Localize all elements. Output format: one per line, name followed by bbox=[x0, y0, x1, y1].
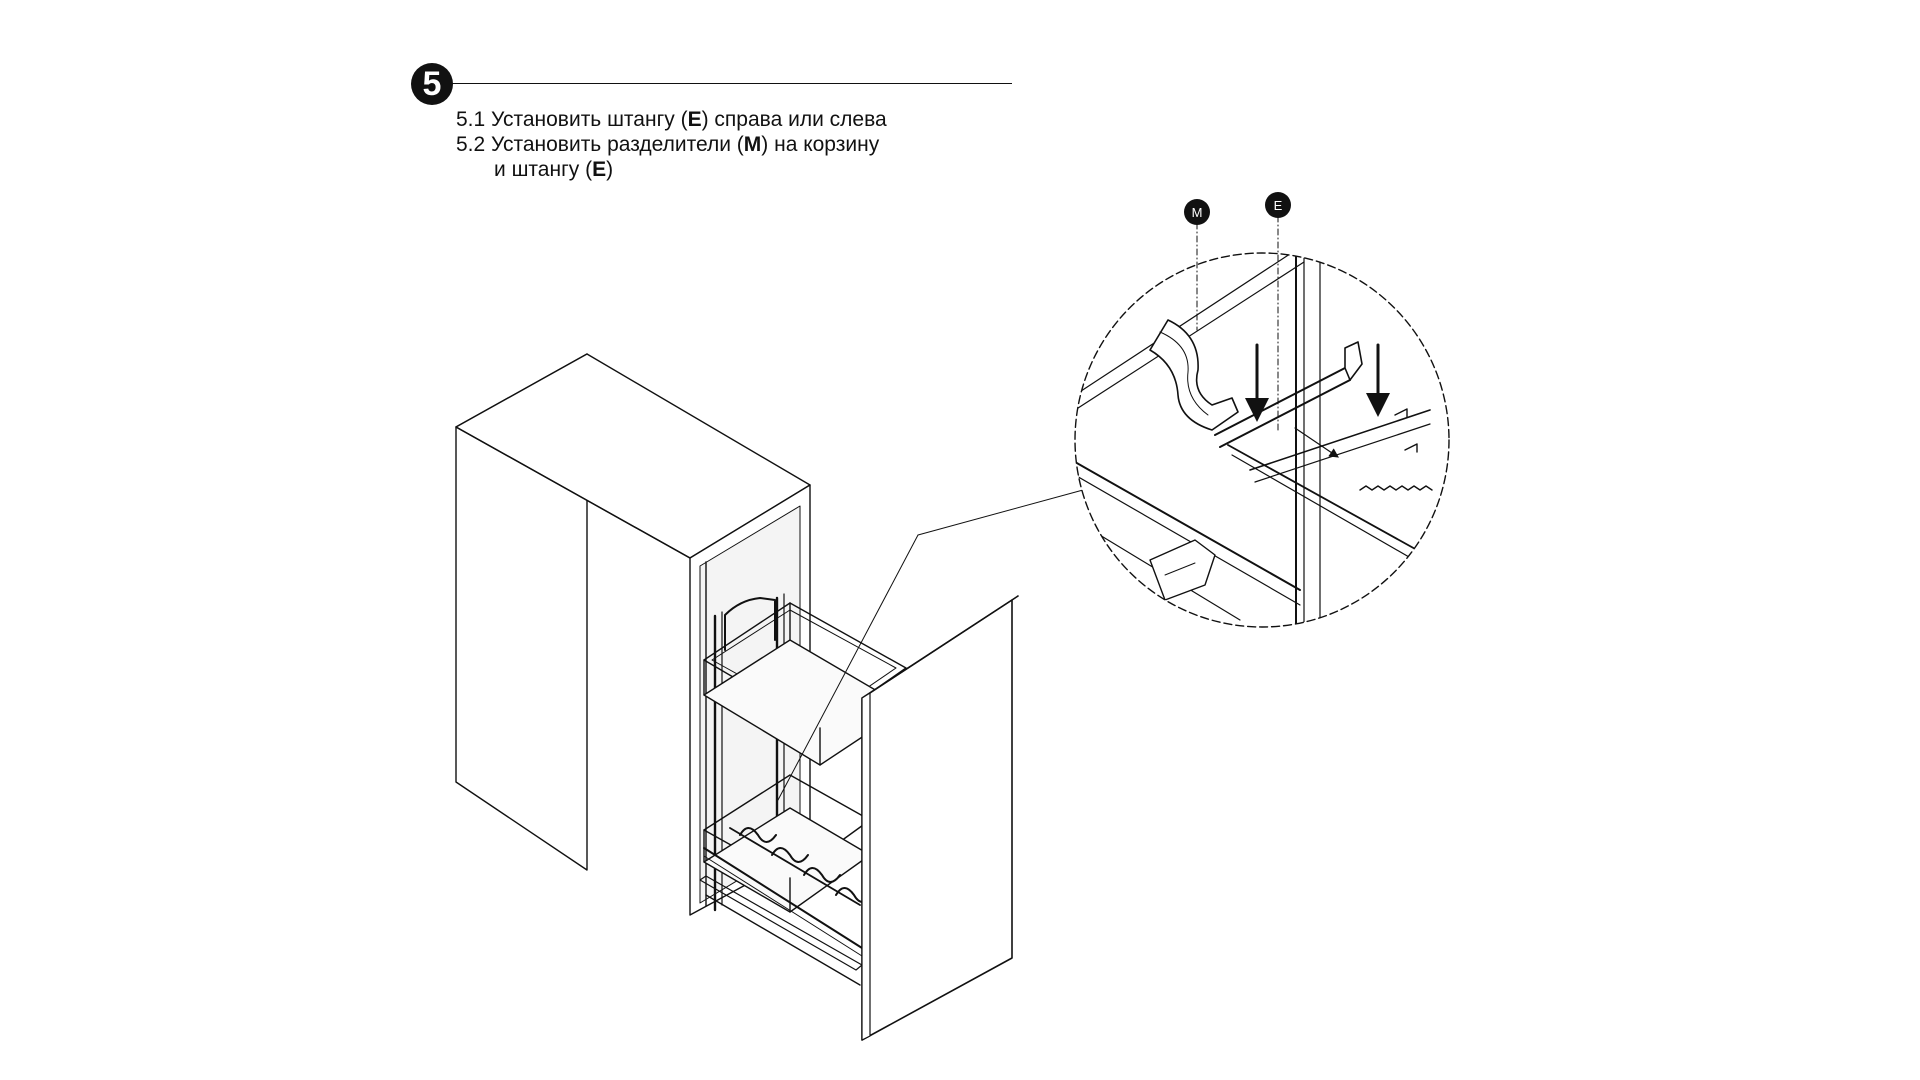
pullout-basket-unit bbox=[699, 593, 907, 986]
callout-M-label: M bbox=[1192, 205, 1203, 220]
zoom-slide-arrow bbox=[1294, 427, 1339, 458]
cabinet-side-edge bbox=[455, 426, 691, 559]
divider-3 bbox=[803, 867, 841, 883]
detail-zoom-circle bbox=[1074, 252, 1450, 628]
front-door-edge bbox=[861, 692, 871, 1041]
detail-leader-line-diagonal bbox=[777, 534, 919, 801]
zoom-basket-rail-2 bbox=[1075, 474, 1301, 606]
instruction-text: 5.1 Установить штангу (E) справа или сле… bbox=[456, 107, 887, 182]
lower-basket-rail bbox=[703, 847, 863, 949]
zoom-toothed-runner bbox=[1359, 485, 1433, 491]
zoom-lower-bracket-slot bbox=[1164, 562, 1196, 576]
callout-E-label: E bbox=[1274, 198, 1283, 213]
front-door-right-edge bbox=[1011, 595, 1019, 601]
zoom-bar-E-long-1 bbox=[1227, 444, 1436, 561]
callout-E: E bbox=[1265, 192, 1291, 433]
detail-zoom-view bbox=[1074, 252, 1450, 628]
divider-rod-E bbox=[729, 827, 861, 906]
front-door-top-edge bbox=[869, 595, 1019, 694]
zoom-right-clips bbox=[1394, 408, 1418, 453]
zoom-end-cap-E bbox=[1344, 341, 1363, 381]
zoom-wall-diagonal-1 bbox=[1075, 253, 1297, 396]
zoom-bar-E-bottom bbox=[1219, 379, 1351, 448]
callout-M-badge bbox=[1184, 199, 1210, 225]
instruction-line-5-2: 5.2 Установить разделители (M) на корзин… bbox=[456, 133, 880, 156]
zoom-bar-E-long-2 bbox=[1231, 454, 1436, 573]
base-runner-bottom bbox=[705, 894, 861, 986]
step-header-rule bbox=[452, 83, 1012, 84]
zoom-cross-rail-2 bbox=[1254, 423, 1431, 483]
zoom-cross-rail-1 bbox=[1249, 409, 1431, 471]
callout-M: M bbox=[1184, 199, 1210, 331]
divider-1 bbox=[739, 827, 777, 843]
zoom-bar-E-top bbox=[1214, 367, 1346, 436]
divider-2 bbox=[771, 847, 809, 863]
zoom-lower-bracket bbox=[1149, 539, 1216, 601]
zoom-divider-bracket-M bbox=[1149, 319, 1239, 431]
instruction-line-5-2-cont: и штангу (E) bbox=[494, 158, 614, 181]
front-door-panel bbox=[861, 599, 1013, 1041]
callout-E-badge bbox=[1265, 192, 1291, 218]
zoom-divider-bracket-M-inner bbox=[1159, 331, 1209, 416]
zoom-basket-rail-1 bbox=[1075, 461, 1301, 591]
detail-leader-line-upper bbox=[917, 489, 1084, 536]
instruction-line-5-1: 5.1 Установить штангу (E) справа или сле… bbox=[456, 108, 887, 131]
upper-basket-back-handle bbox=[724, 597, 776, 651]
lower-basket-rail-inner bbox=[703, 855, 863, 957]
step-number-badge: 5 bbox=[411, 63, 453, 105]
